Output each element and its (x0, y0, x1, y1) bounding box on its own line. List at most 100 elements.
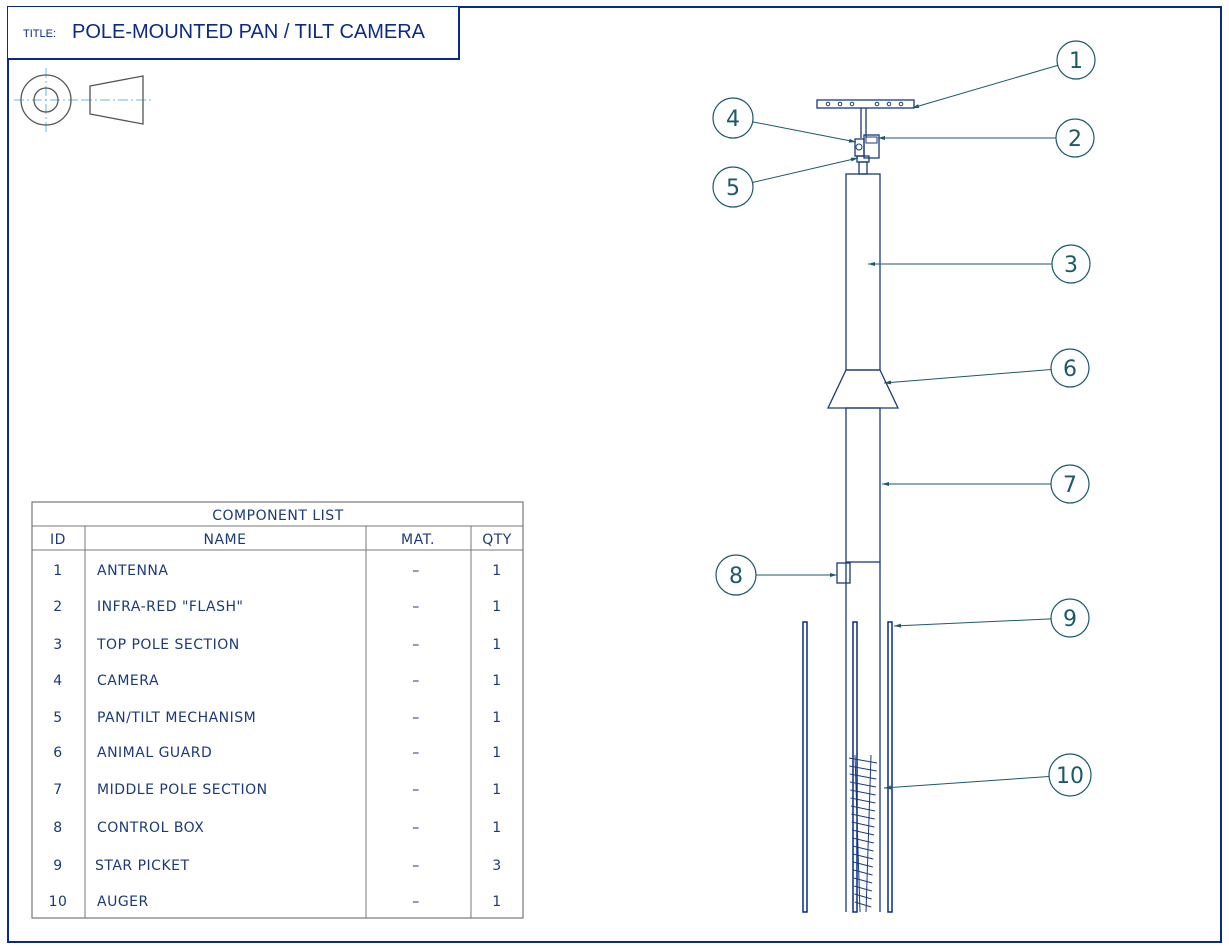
balloon-number: 4 (726, 107, 740, 132)
balloon-10: 10 (883, 753, 1092, 797)
row-name: CONTROL BOX (97, 820, 204, 836)
auger-thread (849, 773, 877, 780)
balloon-number: 9 (1063, 607, 1077, 632)
balloon-circle (1050, 348, 1090, 388)
balloon-1: 1 (911, 40, 1096, 109)
row-id: 1 (53, 563, 62, 579)
leader-arrowhead (850, 157, 858, 162)
row-id: 3 (53, 637, 62, 653)
balloon-number: 2 (1068, 127, 1082, 152)
auger-thread (853, 885, 873, 892)
table-row: 1 ANTENNA – 1 (53, 563, 501, 579)
row-quantity: 1 (492, 563, 501, 579)
row-name: TOP POLE SECTION (96, 637, 240, 653)
row-material: – (412, 782, 420, 798)
leader-line (883, 775, 1050, 789)
auger-thread (854, 893, 872, 900)
row-quantity: 3 (492, 858, 501, 874)
leader-arrowhead (894, 623, 902, 628)
row-quantity: 1 (492, 820, 501, 836)
balloon-4: 4 (712, 97, 857, 143)
pan-tilt-mechanism (856, 155, 870, 163)
balloon-number: 7 (1063, 473, 1077, 498)
title-label: TITLE: (23, 28, 57, 40)
auger-thread (850, 797, 876, 804)
auger-thread (849, 765, 877, 772)
auger-thread (852, 853, 874, 860)
leader-line (752, 157, 859, 183)
auger (848, 754, 878, 913)
balloon-2: 2 (878, 118, 1095, 158)
row-id: 10 (49, 894, 68, 910)
balloon-7: 7 (882, 464, 1090, 504)
leader-arrowhead (848, 138, 856, 143)
row-id: 5 (53, 710, 62, 726)
balloon-number: 3 (1064, 253, 1078, 278)
row-material: – (412, 563, 420, 579)
column-header-id: ID (50, 532, 66, 548)
leader-arrowhead (912, 104, 920, 108)
drawing-title: POLE-MOUNTED PAN / TILT CAMERA (72, 21, 426, 43)
table-row: 8 CONTROL BOX – 1 (53, 820, 501, 836)
balloon-3: 3 (868, 244, 1091, 284)
auger-thread (850, 789, 876, 796)
row-quantity: 1 (492, 710, 501, 726)
auger-thread (853, 869, 873, 876)
leader-arrowhead (868, 262, 875, 266)
row-material: – (412, 599, 420, 615)
table-heading: COMPONENT LIST (212, 508, 344, 524)
balloon-circle (715, 554, 757, 596)
row-quantity: 1 (492, 894, 501, 910)
row-material: – (412, 710, 420, 726)
row-name: AUGER (97, 894, 149, 910)
balloon-number: 1 (1069, 49, 1083, 74)
control-box (836, 562, 851, 584)
star-pickets (802, 621, 893, 913)
balloon-number: 10 (1056, 764, 1084, 789)
column-header-name: NAME (204, 532, 247, 548)
auger-thread (851, 821, 875, 828)
row-name: PAN/TILT MECHANISM (97, 710, 256, 726)
row-id: 8 (53, 820, 62, 836)
row-name: ANTENNA (97, 563, 168, 579)
row-material: – (412, 820, 420, 836)
auger-thread (851, 813, 875, 820)
row-quantity: 1 (492, 673, 501, 689)
table-row: 5 PAN/TILT MECHANISM – 1 (53, 710, 501, 726)
column-header-qty: QTY (482, 532, 512, 548)
row-quantity: 1 (492, 782, 501, 798)
leader-arrowhead (878, 136, 885, 140)
balloon-circle (1050, 598, 1090, 638)
balloon-5: 5 (712, 157, 859, 208)
balloon-circle (1055, 118, 1095, 158)
auger-thread (851, 829, 875, 836)
auger-thread (853, 877, 873, 884)
row-name: STAR PICKET (95, 858, 190, 874)
balloon-callouts: 1 2 3 4 5 6 7 8 9 10 (712, 40, 1096, 797)
balloon-circle (1056, 40, 1096, 80)
title-block: TITLE: POLE-MOUNTED PAN / TILT CAMERA (8, 7, 460, 60)
auger-thread (849, 781, 877, 788)
row-quantity: 1 (492, 637, 501, 653)
row-id: 4 (53, 673, 62, 689)
balloon-circle (1048, 753, 1092, 797)
balloon-6: 6 (883, 348, 1090, 388)
auger-thread (853, 861, 873, 868)
balloon-circle (712, 97, 754, 139)
auger-thread (852, 837, 874, 844)
balloon-9: 9 (893, 598, 1090, 638)
auger-thread (848, 757, 878, 764)
leader-line (883, 369, 1052, 384)
middle-pole-section (845, 407, 881, 563)
leader-line (911, 64, 1058, 109)
balloon-8: 8 (715, 554, 837, 596)
